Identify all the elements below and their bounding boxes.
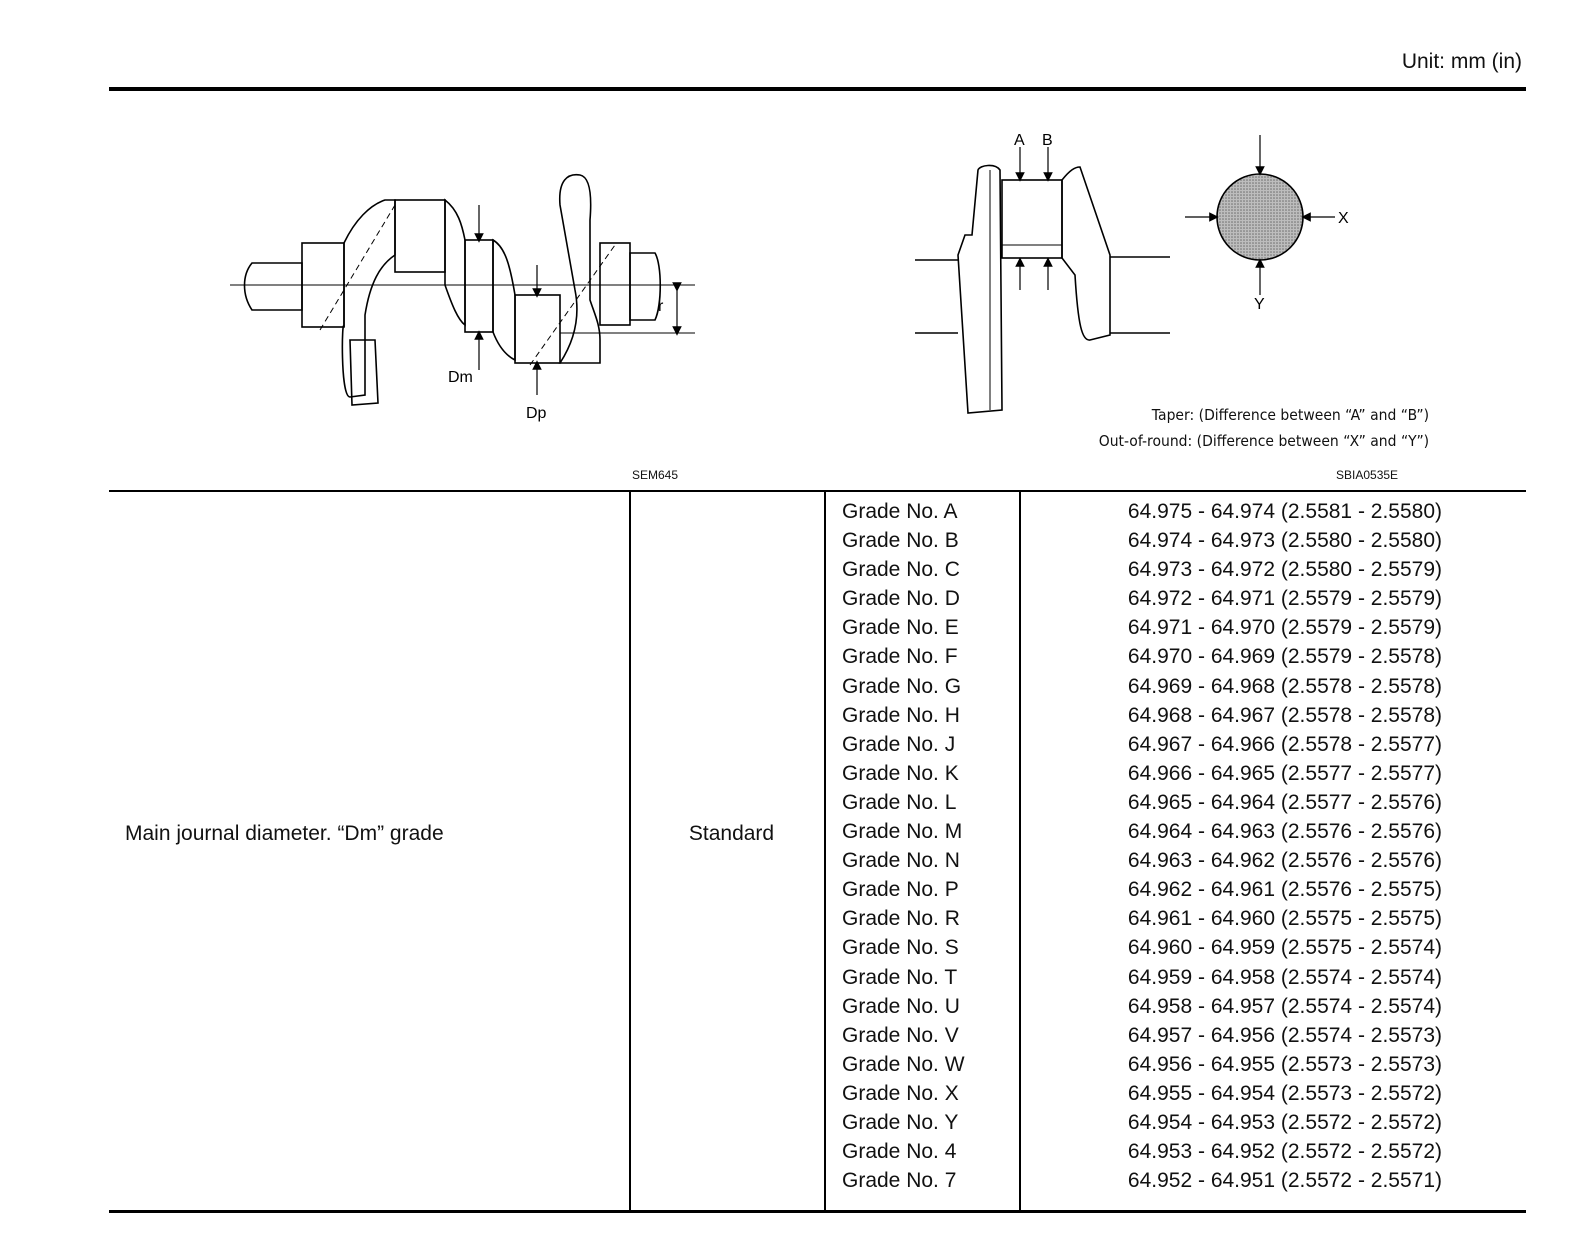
grade-value: 64.968 - 64.967 (2.5578 - 2.5578) xyxy=(1127,703,1442,727)
grade-label: Grade No. A xyxy=(842,500,958,523)
grade-value: 64.955 - 64.954 (2.5573 - 2.5572) xyxy=(1127,1081,1442,1105)
grade-value: 64.957 - 64.956 (2.5574 - 2.5573) xyxy=(1127,1023,1442,1047)
grade-value: 64.967 - 64.966 (2.5578 - 2.5577) xyxy=(1127,732,1442,756)
grade-label: Grade No. L xyxy=(842,790,957,814)
grade-value: 64.958 - 64.957 (2.5574 - 2.5574) xyxy=(1127,994,1442,1018)
grade-label: Grade No. X xyxy=(842,1081,959,1105)
grade-label: Grade No. T xyxy=(842,965,958,989)
grade-label: Grade No. F xyxy=(842,645,958,669)
grade-value: 64.964 - 64.963 (2.5576 - 2.5576) xyxy=(1127,820,1442,844)
grade-value: 64.972 - 64.971 (2.5579 - 2.5579) xyxy=(1127,587,1442,611)
item-cell: Main journal diameter. “Dm” grade xyxy=(125,822,444,845)
grade-label: Grade No. E xyxy=(842,616,959,640)
grade-value: 64.975 - 64.974 (2.5581 - 2.5580) xyxy=(1127,500,1442,523)
grade-value: 64.954 - 64.953 (2.5572 - 2.5572) xyxy=(1127,1110,1442,1134)
grade-label: Grade No. H xyxy=(842,703,960,727)
column-divider xyxy=(629,492,631,1210)
taper-note: Taper: (Difference between “A” and “B”) xyxy=(1151,406,1429,424)
grade-label: Grade No. N xyxy=(842,849,960,873)
grade-label: Grade No. R xyxy=(842,907,960,931)
grade-label: Grade No. J xyxy=(842,732,956,756)
grade-value: 64.969 - 64.968 (2.5578 - 2.5578) xyxy=(1127,674,1442,698)
grade-label: Grade No. U xyxy=(842,994,960,1018)
grade-value: 64.959 - 64.958 (2.5574 - 2.5574) xyxy=(1127,965,1442,989)
grade-value: 64.974 - 64.973 (2.5580 - 2.5580) xyxy=(1127,529,1442,553)
condition-cell: Standard xyxy=(688,822,775,845)
grade-label: Grade No. C xyxy=(842,558,960,582)
grade-label: Grade No. 4 xyxy=(842,1140,957,1164)
crankshaft-figure: Dm Dp r xyxy=(230,165,700,485)
grade-value: 64.971 - 64.970 (2.5579 - 2.5579) xyxy=(1127,616,1442,640)
column-divider xyxy=(1019,492,1021,1210)
grade-label: Grade No. S xyxy=(842,936,959,960)
journal-measurement-drawing: A B X Y xyxy=(915,132,1349,414)
grade-value: 64.961 - 64.960 (2.5575 - 2.5575) xyxy=(1127,907,1442,931)
label-b: B xyxy=(1042,132,1053,149)
journal-measurement-figure: A B X Y xyxy=(910,125,1470,480)
figure-code-right: SBIA0535E xyxy=(1336,468,1399,482)
journal-grade-table: Main journal diameter. “Dm” grade Standa… xyxy=(109,490,1526,1213)
grade-value: 64.962 - 64.961 (2.5576 - 2.5575) xyxy=(1127,878,1442,902)
grade-label: Grade No. W xyxy=(842,1052,965,1076)
grade-label: Grade No. P xyxy=(842,878,959,902)
grade-value: 64.966 - 64.965 (2.5577 - 2.5577) xyxy=(1127,761,1442,785)
crankshaft-drawing: Dm Dp r xyxy=(230,173,695,422)
grade-label: Grade No. 7 xyxy=(842,1169,957,1193)
grade-value: 64.960 - 64.959 (2.5575 - 2.5574) xyxy=(1127,936,1442,960)
grade-label: Grade No. V xyxy=(842,1023,959,1047)
grade-label: Grade No. G xyxy=(842,674,962,698)
header-rule xyxy=(109,87,1526,91)
grade-label: Grade No. K xyxy=(842,761,959,785)
grade-value: 64.956 - 64.955 (2.5573 - 2.5573) xyxy=(1127,1052,1442,1076)
label-dp: Dp xyxy=(526,405,547,422)
label-dm: Dm xyxy=(448,369,473,386)
grade-value: 64.953 - 64.952 (2.5572 - 2.5572) xyxy=(1127,1140,1442,1164)
grade-label: Grade No. M xyxy=(842,820,963,844)
figure-code-left: SEM645 xyxy=(632,468,679,482)
grade-value: 64.970 - 64.969 (2.5579 - 2.5578) xyxy=(1127,645,1442,669)
value-column: 64.975 - 64.974 (2.5581 - 2.5580) 64.974 … xyxy=(1128,497,1442,1195)
grade-label: Grade No. D xyxy=(842,587,960,611)
grade-value: 64.973 - 64.972 (2.5580 - 2.5579) xyxy=(1127,558,1442,582)
label-x: X xyxy=(1338,210,1349,227)
grade-value: 64.963 - 64.962 (2.5576 - 2.5576) xyxy=(1127,849,1442,873)
label-y: Y xyxy=(1254,296,1265,313)
column-divider xyxy=(824,492,826,1210)
unit-label: Unit: mm (in) xyxy=(1401,50,1522,73)
grade-value: 64.965 - 64.964 (2.5577 - 2.5576) xyxy=(1127,790,1442,814)
grade-label: Grade No. B xyxy=(842,529,959,553)
grade-column: Grade No. A Grade No. B Grade No. C Grade N… xyxy=(842,497,965,1195)
grade-value: 64.952 - 64.951 (2.5572 - 2.5571) xyxy=(1127,1169,1442,1193)
label-a: A xyxy=(1014,132,1025,149)
label-r: r xyxy=(658,298,664,315)
out-of-round-note: Out-of-round: (Difference between “X” an… xyxy=(1098,432,1429,450)
grade-label: Grade No. Y xyxy=(842,1110,959,1134)
